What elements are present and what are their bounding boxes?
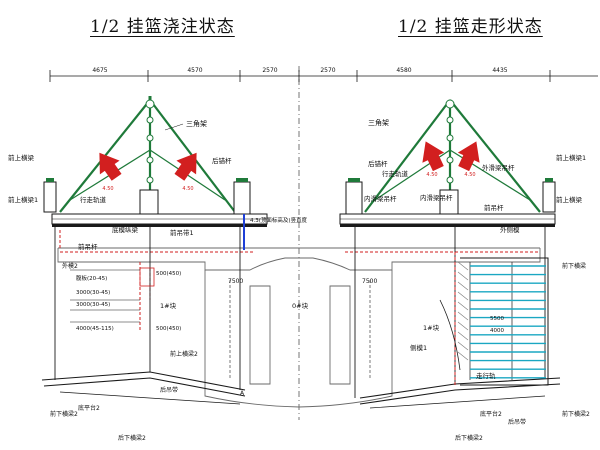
label-right-rail-dim-2: 4000 bbox=[490, 328, 504, 334]
dim-right-outer: 4435 bbox=[492, 67, 507, 74]
dim-right-inner: 2570 bbox=[320, 67, 335, 74]
label-right-rear-tie: 后下横梁2 bbox=[455, 434, 483, 442]
jack-right-label-2: 4.50 bbox=[464, 172, 475, 178]
label-left-web-4: 4000(45-115) bbox=[76, 326, 114, 332]
bottom-platform-right bbox=[359, 377, 561, 409]
jack-right-label: 4.50 bbox=[426, 172, 437, 178]
hangers-left bbox=[54, 227, 241, 390]
label-left-seg-a: 500(450) bbox=[156, 271, 181, 277]
label-left-seg: 1#块 bbox=[160, 301, 177, 310]
title-left: 1/2 挂篮浇注状态 bbox=[90, 17, 235, 37]
label-right-side: 侧模1 bbox=[410, 343, 427, 352]
label-left-truss: 三角架 bbox=[186, 119, 207, 128]
label-mid-marker: A bbox=[240, 390, 245, 397]
left-web-guides bbox=[70, 262, 155, 330]
label-right-walk-rail: 行走轨道 bbox=[382, 169, 409, 178]
jack-left-label: 4.50 bbox=[102, 186, 113, 192]
dim-left-middle: 4570 bbox=[187, 67, 202, 74]
label-left-bottom-beam: 底模纵梁 bbox=[112, 225, 139, 234]
label-left-hanger-1: 前吊带1 bbox=[170, 228, 194, 237]
label-right-front-tie: 前下横梁2 bbox=[562, 410, 590, 418]
deck-beam-right bbox=[339, 213, 556, 227]
label-right-inner-beam: 内滑梁吊杆 bbox=[420, 193, 453, 202]
label-left-track: 行走轨道 bbox=[80, 195, 107, 204]
label-left-web-2: 3000(30-45) bbox=[76, 290, 110, 296]
title-right: 1/2 挂篮走形状态 bbox=[398, 17, 543, 37]
top-dimension-line bbox=[49, 70, 598, 82]
label-right-span: 7500 bbox=[362, 278, 377, 285]
label-left-span: 7500 bbox=[228, 278, 243, 285]
label-left-front-top-2: 前上横梁1 bbox=[8, 195, 38, 204]
label-left-seg-b: 500(450) bbox=[156, 326, 181, 332]
jack-arrows-left bbox=[99, 152, 197, 181]
label-right-rear-anchor: 后锚杆 bbox=[368, 159, 388, 168]
label-right-lower-3: 前下横梁 bbox=[562, 262, 586, 270]
hatch-line bbox=[457, 281, 469, 291]
label-left-web-3: 3000(30-45) bbox=[76, 302, 110, 308]
jack-left-label-2: 4.50 bbox=[182, 186, 193, 192]
label-left-lower-4: 底平台2 bbox=[78, 404, 100, 412]
hangers-right bbox=[354, 227, 546, 398]
truss-right-nodes bbox=[445, 99, 455, 184]
hatch-line bbox=[457, 261, 469, 271]
label-right-side-2: 外侧模 bbox=[500, 225, 520, 234]
label-right-seg: 1#块 bbox=[423, 323, 440, 332]
red-anchor-lines bbox=[59, 230, 540, 300]
label-right-front-beam: 前吊杆 bbox=[484, 203, 504, 212]
label-right-rail-dim: 5500 bbox=[490, 316, 504, 322]
label-left-lower-2: 后下横梁2 bbox=[118, 434, 146, 442]
leader-left-truss bbox=[164, 123, 184, 131]
hatch-line bbox=[457, 351, 469, 361]
label-center: 0#块 bbox=[292, 301, 309, 310]
label-right-inner-hanger: 内滑梁吊杆 bbox=[364, 194, 397, 203]
label-left-front-beam: 前吊杆 bbox=[78, 242, 98, 251]
label-left-outer-mold: 外模2 bbox=[62, 262, 78, 270]
label-right-front-top: 前上横梁1 bbox=[556, 153, 586, 162]
truss-left-nodes bbox=[145, 99, 155, 184]
label-right-outer-hanger: 外滑梁吊杆 bbox=[482, 163, 515, 172]
right-hatch bbox=[457, 261, 469, 361]
right-curve bbox=[439, 299, 461, 371]
deck-beam-left bbox=[51, 213, 268, 227]
hatch-line bbox=[457, 321, 469, 331]
hatch-line bbox=[457, 291, 469, 301]
label-right-front-top-2: 前上横梁 bbox=[556, 195, 583, 204]
hatch-line bbox=[457, 331, 469, 341]
dim-left-outer: 4675 bbox=[92, 67, 107, 74]
dim-right-middle: 4580 bbox=[396, 67, 411, 74]
label-left-lower-5: 前上横梁2 bbox=[170, 350, 198, 358]
right-rail-rungs bbox=[470, 265, 546, 379]
label-right-lower-1: 底平台2 bbox=[480, 410, 502, 418]
label-left-lower-1: 前下横梁2 bbox=[50, 410, 78, 418]
label-right-rail-text: 走行轨 bbox=[476, 371, 496, 380]
label-left-jack-text: 4.3(顶面标高及)竖直度 bbox=[250, 216, 308, 224]
jack-posts-green bbox=[46, 178, 553, 182]
bottom-platform-left bbox=[41, 371, 246, 405]
label-right-truss: 三角架 bbox=[368, 118, 389, 127]
jack-arrows-right bbox=[422, 141, 480, 172]
label-left-rear-anchor: 后锚杆 bbox=[212, 156, 232, 165]
label-left-front-top: 前上横梁 bbox=[8, 153, 35, 162]
jack-posts bbox=[43, 181, 556, 215]
box-girder bbox=[57, 247, 541, 408]
hatch-line bbox=[457, 311, 469, 321]
dim-left-inner: 2570 bbox=[262, 67, 277, 74]
hatch-line bbox=[457, 271, 469, 281]
label-left-web-1: 腹板(20-45) bbox=[76, 274, 107, 282]
label-right-lower-2: 后吊带 bbox=[508, 418, 526, 426]
hatch-line bbox=[457, 301, 469, 311]
hatch-line bbox=[457, 341, 469, 351]
label-left-lower-3: 后吊带 bbox=[160, 386, 178, 394]
